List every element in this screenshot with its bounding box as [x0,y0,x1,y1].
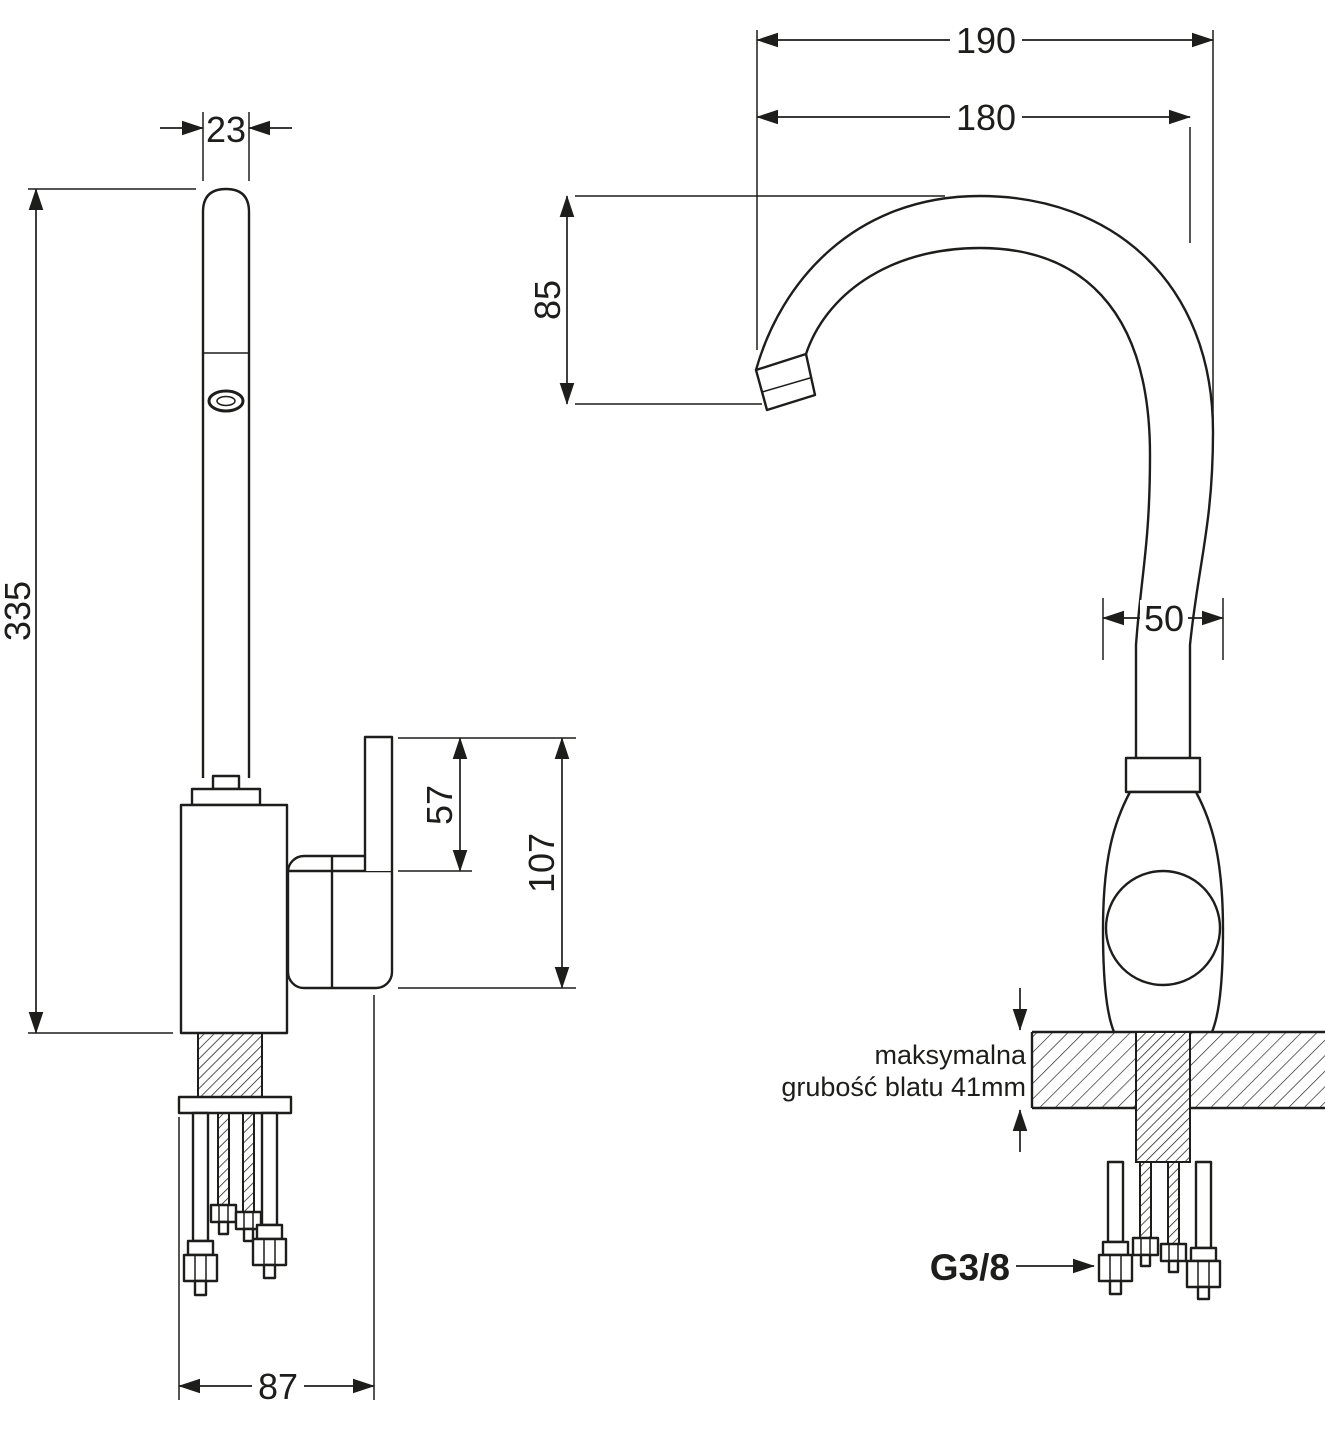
supply-hose [260,1111,279,1227]
hose-connector [1101,1240,1130,1257]
spout-pipe-outline [201,187,251,778]
dim-spout-reach: 180 [756,97,1191,243]
handle-lever [363,735,394,871]
dim-label-body-height: 107 [521,833,562,893]
dim-handle-height: 57 [398,737,576,872]
stud-tail [1139,1253,1152,1268]
faucet-body-front [1101,756,1225,1034]
aerator-inner [216,395,236,407]
hose-tail [1196,1285,1211,1301]
handle-assembly [286,735,394,990]
dim-label-spout-reach: 180 [956,97,1016,138]
collar [190,787,262,807]
dim-spout-width: 23 [160,109,292,181]
faucet-body-side [179,774,289,1035]
dim-spout-drop: 85 [527,195,945,405]
hose-connector [1189,1246,1218,1263]
hose-tail [193,1279,208,1297]
gooseneck-spout [754,194,1215,758]
hose-connector [186,1239,215,1257]
dim-total-height: 335 [0,188,196,1034]
supply-hose [1106,1160,1125,1244]
spout-tip [754,352,817,412]
spout-inner-edge [804,246,1152,758]
dim-body-width: 50 [1102,598,1224,660]
hex-nut [251,1237,288,1267]
mounting-stud [217,1112,230,1206]
dim-label-body-width: 50 [1144,598,1184,639]
dim-base-width: 87 [178,995,375,1407]
collar-notch [211,774,241,791]
handle-mount [286,854,394,990]
dim-label-spout-drop: 85 [527,280,568,320]
dim-body-height: 107 [398,737,576,989]
hex-nut [182,1253,219,1283]
dim-label-handle-height: 57 [419,785,460,825]
right-view: maksymalna grubość blatu 41mm [527,20,1325,1301]
left-view: 23 335 57 107 87 [0,109,576,1407]
stud-nut [1159,1242,1188,1263]
mounting-hardware-right [1097,1031,1222,1301]
hose-tail [1108,1279,1123,1296]
hex-nut [1097,1253,1134,1283]
stud-tail [217,1220,230,1236]
spout-tip-seam [761,377,811,393]
hose-tail [262,1263,277,1280]
dim-label-overall-depth: 190 [956,20,1016,61]
supply-hose [191,1111,210,1243]
supply-hose [1194,1160,1213,1250]
thread-size-label: G3/8 [930,1247,1010,1288]
threaded-shank [197,1032,263,1100]
threaded-shank [1135,1031,1191,1163]
mounting-hardware-left [182,1111,288,1297]
spout-pipe [201,187,251,778]
body-outline [179,803,289,1035]
stud-nut [209,1203,238,1224]
stud-nut [1131,1236,1160,1257]
dim-label-base-width: 87 [258,1366,298,1407]
thread-callout: G3/8 [930,1247,1095,1288]
collar [1124,756,1202,794]
base-flange [177,1095,293,1115]
stud-tail [242,1227,255,1243]
dim-label-total-height: 335 [0,581,38,641]
hex-nut [1185,1259,1222,1289]
spout-outer-edge [754,194,1215,758]
mounting-stud [1139,1161,1152,1239]
mounting-stud [242,1112,255,1213]
dim-label-spout-width: 23 [206,109,246,150]
countertop-note-line2: grubość blatu 41mm [781,1072,1026,1102]
mounting-stud [1167,1161,1180,1245]
shank-and-flange [177,1032,293,1115]
stud-tail [1167,1259,1180,1274]
countertop: maksymalna grubość blatu 41mm [781,988,1325,1152]
hose-connector [255,1223,284,1241]
aerator-icon [207,389,245,413]
handle-knob [1104,869,1222,987]
dim-overall-depth: 190 [756,20,1214,428]
countertop-note-line1: maksymalna [874,1040,1027,1070]
